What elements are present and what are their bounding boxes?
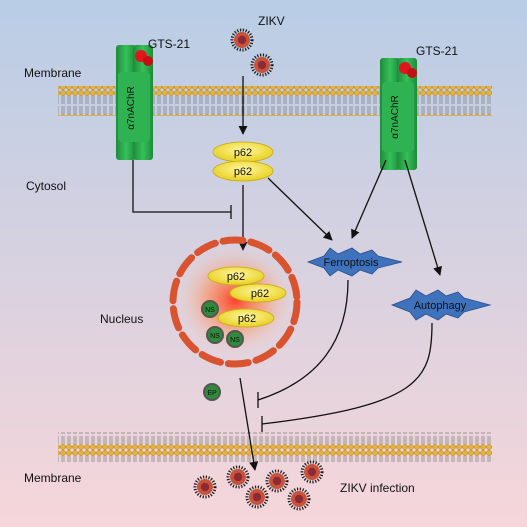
inhibit-ferroptosis-line [257,279,349,401]
p62-label: p62 [234,166,252,178]
arrow-to-zikv-infection [239,377,259,471]
p62-label: p62 [238,313,256,325]
p62-pair [212,141,274,182]
receptor-left: α7nAChR [116,45,153,160]
receptor-right-label: α7nAChR [390,95,401,139]
ns-label: NS [230,337,240,344]
arrow-receptor-to-ferroptosis [351,159,387,239]
p62-label: p62 [234,147,252,159]
p62-label: p62 [251,288,269,300]
gts21-right-label: GTS-21 [416,44,458,58]
receptor-left-label: α7nAChR [126,86,137,130]
membrane-bottom-label: Membrane [24,471,82,485]
ns-label: NS [205,307,215,314]
autophagy-label: Autophagy [414,300,467,312]
gts21-molecule-icon [135,50,153,66]
ns-protein [201,300,244,348]
ferroptosis-burst [306,247,403,277]
p62-label: p62 [227,271,245,283]
nucleus [169,236,301,368]
receptor-right: α7nAChR [380,58,417,170]
autophagy-burst [390,289,492,321]
arrow-p62-to-ferroptosis [267,177,333,241]
ep-label: EP [207,390,217,397]
p62-nuclear [207,266,287,328]
inhibit-autophagy-line [261,322,433,425]
bottom-membrane [58,432,492,462]
zikv-infection-label: ZIKV infection [340,481,415,495]
ferroptosis-label: Ferroptosis [323,257,379,269]
cytosol-label: Cytosol [26,179,66,193]
nucleus-label: Nucleus [100,312,143,326]
ep-protein [203,383,221,401]
gts21-left-label: GTS-21 [148,37,190,51]
zikv-label: ZIKV [258,14,285,28]
ns-label: NS [210,333,220,340]
gts21-molecule-icon [399,62,417,78]
membrane-top-label: Membrane [24,66,82,80]
inhibit-receptor-to-nuclear-entry [132,160,231,213]
arrow-receptor-to-autophagy [404,159,442,276]
